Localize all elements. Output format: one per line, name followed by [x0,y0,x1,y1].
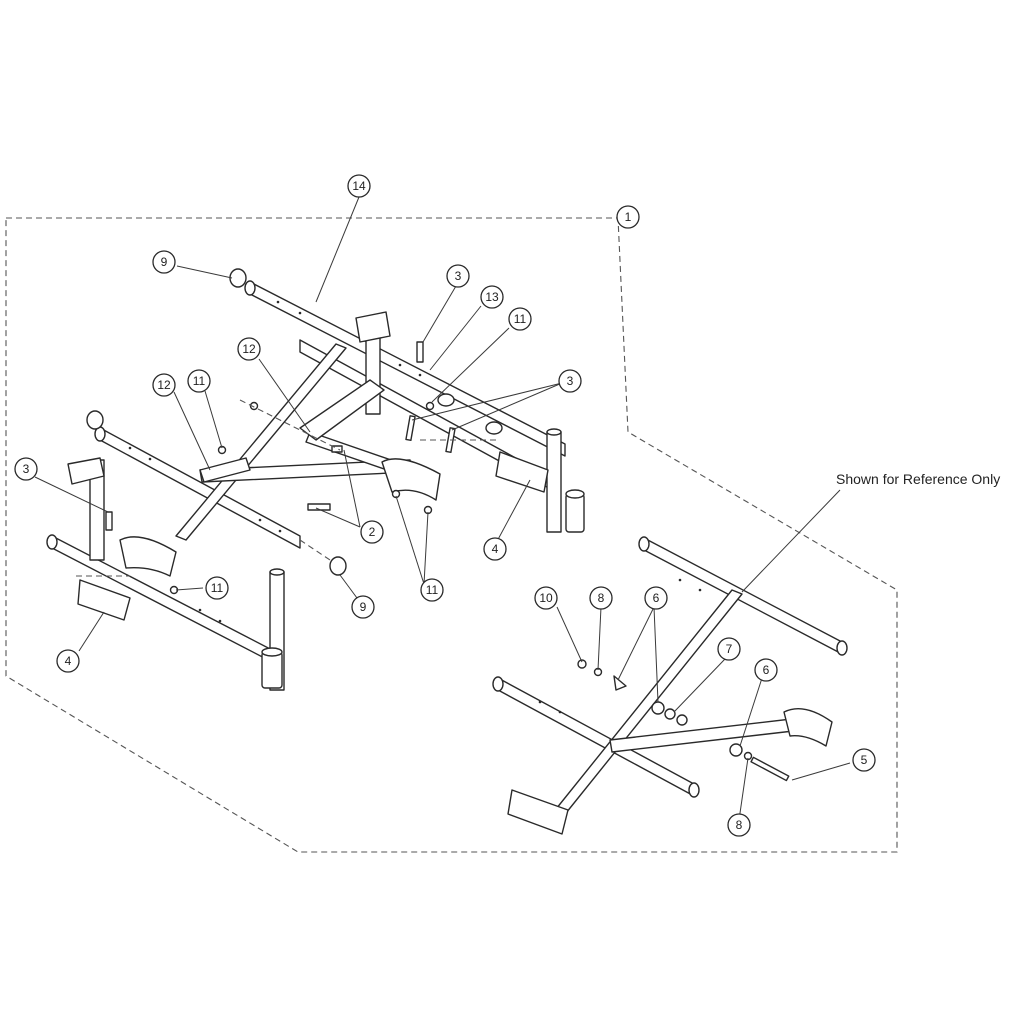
callout-1: 1 [616,205,640,229]
callout-7: 7 [717,637,741,661]
svg-text:4: 4 [492,542,499,556]
callout-6-left: 6 [644,586,668,610]
end-cap-left [86,410,104,430]
svg-text:11: 11 [426,583,439,597]
callout-13: 13 [480,285,504,309]
svg-text:11: 11 [193,374,206,388]
callout-11-lower: 11 [205,576,229,600]
assembly-boundary [5,217,898,853]
callout-8-upper: 8 [589,586,613,610]
callout-11-center: 11 [420,578,444,602]
head-bracket [67,457,105,485]
callout-4-left: 4 [56,649,80,673]
callout-12-lower: 12 [152,373,176,397]
callout-9-upper: 9 [152,250,176,274]
caster-housing-left [261,651,283,689]
head-bracket-rear [355,311,391,343]
bracket-12-lower [199,457,251,483]
ref-clamp [783,708,833,747]
svg-text:4: 4 [65,654,72,668]
callout-3-left: 3 [14,457,38,481]
callout-14: 14 [347,174,371,198]
callout-6-right: 6 [754,658,778,682]
post-right-front [546,431,562,533]
svg-text:8: 8 [736,818,743,832]
clip-left-4 [77,579,131,621]
svg-text:12: 12 [242,342,256,356]
reference-subframe [492,536,848,835]
callout-12-upper: 12 [237,337,261,361]
svg-text:9: 9 [161,255,168,269]
bracket-12-upper [299,379,385,441]
reference-note: Shown for Reference Only [836,471,1001,487]
svg-text:3: 3 [455,269,462,283]
clip-right-4 [495,451,549,493]
svg-text:9: 9 [360,600,367,614]
ref-caster-bracket [507,789,569,835]
svg-text:3: 3 [23,462,30,476]
ref-brace-1 [551,589,743,819]
caster-housing-right [565,493,585,533]
svg-text:8: 8 [598,591,605,605]
svg-text:5: 5 [861,753,868,767]
callout-11-upper: 11 [508,307,532,331]
callout-10: 10 [534,586,558,610]
callout-5: 5 [852,748,876,772]
svg-text:11: 11 [211,581,224,595]
svg-text:3: 3 [567,374,574,388]
svg-text:6: 6 [653,591,660,605]
svg-text:14: 14 [352,179,366,193]
lower-rail [99,427,301,549]
main-frame-assembly [46,268,585,691]
leader-lines [34,196,851,821]
svg-text:6: 6 [763,663,770,677]
end-cap-upper [229,268,247,288]
svg-text:10: 10 [539,591,553,605]
callout-4-right: 4 [483,537,507,561]
svg-text:7: 7 [726,642,733,656]
callout-2: 2 [360,520,384,544]
svg-text:12: 12 [157,378,171,392]
ref-rail-upper [643,537,843,655]
end-cap-right [329,556,347,576]
callout-3-right: 3 [558,369,582,393]
clamp-left [119,536,177,577]
callout-3-upper: 3 [446,264,470,288]
svg-text:13: 13 [485,290,499,304]
callout-8-lower: 8 [727,813,751,837]
svg-text:1: 1 [625,210,632,224]
callout-11-left: 11 [187,369,211,393]
svg-text:2: 2 [369,525,376,539]
callout-9-lower: 9 [351,595,375,619]
clamp-center [381,458,441,501]
svg-text:11: 11 [514,312,527,326]
